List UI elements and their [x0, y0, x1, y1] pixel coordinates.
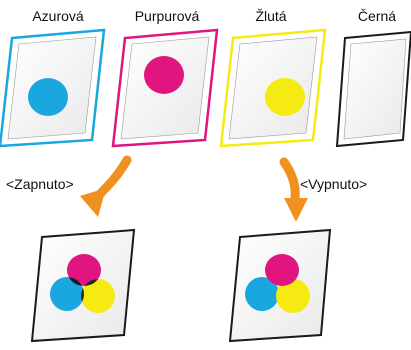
plate-yellow-dot	[265, 78, 305, 116]
plate-label-magenta: Purpurová	[134, 8, 200, 24]
circle-magenta	[265, 254, 299, 286]
curved-down-arrow-icon	[80, 155, 132, 217]
circle-cyan	[50, 277, 84, 311]
result-label-off: <Vypnuto>	[300, 176, 368, 192]
plate-magenta-dot	[144, 56, 184, 94]
result-sheet-on	[30, 228, 136, 343]
circle-yellow	[81, 279, 115, 313]
circle-yellow	[276, 279, 310, 313]
plate-black	[335, 30, 411, 148]
plate-label-yellow: Žlutá	[255, 8, 287, 24]
curved-down-arrow-icon	[279, 157, 308, 222]
circle-magenta	[67, 254, 101, 286]
plate-black-paper	[343, 38, 407, 140]
plate-cyan-dot	[28, 78, 68, 116]
plate-magenta	[111, 28, 219, 148]
circle-cyan	[245, 277, 279, 311]
result-label-on: <Zapnuto>	[6, 176, 74, 192]
plate-label-black: Černá	[357, 8, 397, 24]
plate-label-cyan: Azurová	[32, 8, 84, 24]
plate-cyan	[0, 28, 106, 148]
result-sheet-off	[228, 228, 332, 343]
plate-yellow	[219, 28, 327, 148]
